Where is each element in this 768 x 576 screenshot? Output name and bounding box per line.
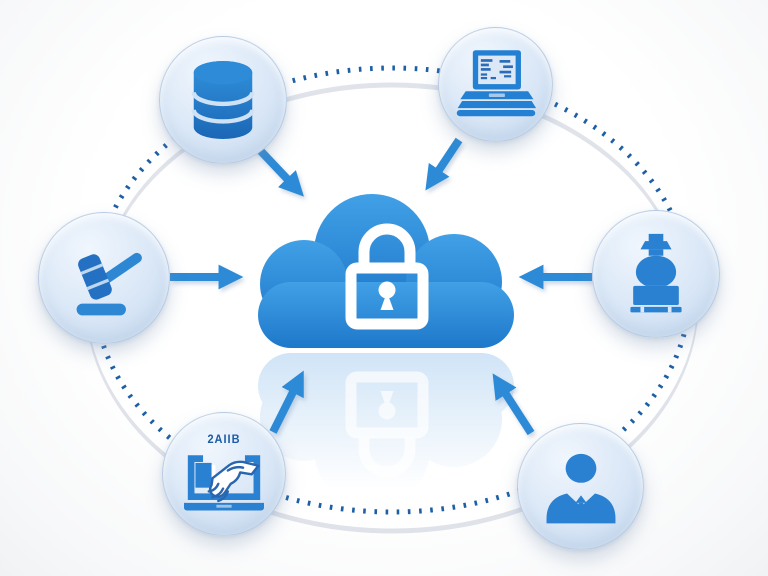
arrow-person-to-cloud (492, 373, 535, 436)
node-handshake: 2AIIB (162, 412, 286, 536)
handshake-laptop-icon (184, 455, 264, 511)
database-icon (191, 61, 255, 139)
arrow-handshake-to-cloud (269, 370, 304, 434)
node-person (517, 423, 644, 550)
node-laptop (438, 27, 553, 142)
node-gavel (38, 212, 170, 344)
padlock-icon (345, 223, 429, 330)
node-stamp (592, 210, 720, 338)
central-cloud (258, 194, 514, 348)
arrow-database-to-cloud (253, 143, 304, 197)
node-database (159, 36, 287, 164)
arrow-laptop-to-cloud (425, 137, 463, 191)
gavel-icon (76, 252, 142, 316)
laptop-icon (456, 49, 536, 116)
businessperson-icon (546, 453, 615, 523)
cloud-shape (258, 194, 514, 348)
stamp-icon (630, 233, 682, 313)
handshake-label: 2AIIB (207, 433, 241, 447)
